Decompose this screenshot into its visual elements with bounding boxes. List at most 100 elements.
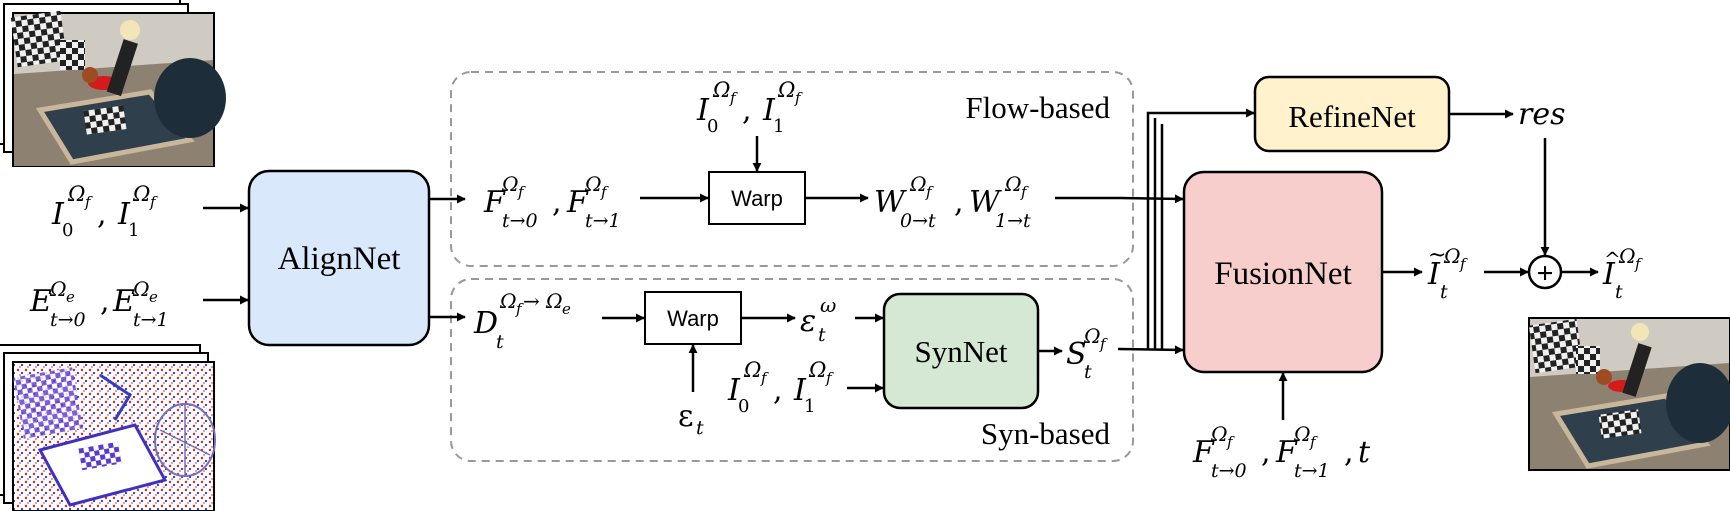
svg-text:e: e — [149, 288, 158, 306]
svg-text:I: I — [117, 197, 131, 232]
svg-text:+: + — [1536, 257, 1553, 290]
label-i-hat: I ^ t Ω f — [1602, 244, 1643, 303]
svg-text:ε: ε — [678, 399, 694, 434]
svg-text:f: f — [600, 183, 609, 201]
svg-text:f: f — [84, 193, 93, 211]
synnet-label: SynNet — [915, 334, 1008, 369]
svg-text:ω: ω — [820, 293, 836, 317]
event-frame-stack-icon — [0, 344, 216, 511]
svg-text:t→1: t→1 — [1294, 460, 1330, 482]
svg-text:Ω: Ω — [712, 78, 730, 102]
svg-text:I: I — [51, 197, 65, 232]
svg-text:Ω: Ω — [1210, 422, 1228, 446]
svg-text:,: , — [100, 284, 110, 319]
syn-based-group — [450, 278, 1134, 462]
alignnet-label: AlignNet — [278, 241, 401, 277]
svg-text:Ω: Ω — [501, 172, 519, 196]
svg-text:Ω: Ω — [1004, 172, 1022, 196]
warp-top-label: Warp — [731, 186, 783, 211]
connections — [203, 108, 1599, 420]
svg-text:f: f — [825, 369, 834, 387]
svg-text:f: f — [1226, 433, 1235, 451]
flow-based-label: Flow-based — [965, 90, 1110, 125]
svg-text:f: f — [515, 300, 524, 318]
svg-text:t: t — [1084, 361, 1092, 383]
svg-text:Ω: Ω — [777, 78, 795, 102]
svg-text:0: 0 — [62, 220, 73, 241]
svg-text:t: t — [1615, 281, 1623, 303]
label-warped-W: W Ω f 0→t , W Ω f 1→t — [874, 172, 1031, 232]
label-eps: ε t — [678, 399, 704, 439]
svg-text:t: t — [818, 324, 826, 346]
syn-based-label: Syn-based — [981, 416, 1111, 451]
label-res: res — [1518, 97, 1566, 132]
svg-text:f: f — [1309, 433, 1318, 451]
svg-text:Ω: Ω — [132, 277, 150, 301]
fusionnet-box — [1182, 170, 1384, 374]
warp-bottom-label: Warp — [667, 306, 719, 331]
svg-text:Ω: Ω — [808, 358, 826, 382]
svg-text:e: e — [66, 288, 75, 306]
svg-text:t→0: t→0 — [1211, 460, 1247, 482]
svg-text:Ω: Ω — [545, 289, 563, 313]
svg-text:W: W — [874, 185, 907, 220]
synnet-box — [882, 292, 1040, 410]
svg-text:,: , — [742, 93, 752, 128]
alignnet-box — [247, 169, 431, 347]
svg-text:Ω: Ω — [1443, 244, 1461, 268]
arrow-s-to-fusionnet — [1117, 345, 1184, 355]
svg-text:1: 1 — [128, 220, 139, 241]
svg-text:~: ~ — [1428, 243, 1446, 268]
svg-text:Ω: Ω — [584, 172, 602, 196]
label-synnet-I: I 0 Ω f , I 1 Ω f — [727, 358, 834, 417]
svg-text:I: I — [727, 373, 741, 408]
svg-text:t: t — [496, 331, 504, 353]
svg-text:Ω: Ω — [1618, 244, 1636, 268]
fusionnet-label: FusionNet — [1214, 256, 1352, 292]
svg-text:1→t: 1→t — [995, 210, 1031, 232]
label-input-E: E Ω e t→0 , E Ω e t→1 — [29, 277, 169, 331]
svg-text:W: W — [969, 185, 1002, 220]
svg-text:Ω: Ω — [132, 182, 150, 206]
svg-text:f: f — [1020, 183, 1029, 201]
svg-text:E: E — [29, 284, 52, 319]
svg-text:I: I — [762, 93, 776, 128]
svg-text:t→1: t→1 — [585, 210, 621, 232]
svg-text:,: , — [552, 185, 562, 220]
svg-text:F: F — [1192, 435, 1215, 470]
svg-text:f: f — [925, 183, 934, 201]
output-frame-icon — [1528, 317, 1730, 471]
svg-text:Ω: Ω — [1083, 324, 1101, 348]
svg-text:D: D — [473, 306, 498, 341]
svg-text:Ω: Ω — [49, 277, 67, 301]
label-synth-S: S t Ω f — [1066, 324, 1108, 383]
svg-text:I: I — [793, 373, 807, 408]
svg-text:,: , — [773, 373, 783, 408]
svg-text:f: f — [729, 89, 738, 107]
arrow-w-to-fusionnet — [1055, 194, 1184, 204]
svg-text:I: I — [1602, 257, 1616, 292]
warp-bottom-box — [644, 291, 742, 345]
label-input-I: I 0 Ω f , I 1 Ω f — [51, 182, 158, 241]
svg-text:ε: ε — [800, 304, 816, 339]
svg-text:0: 0 — [738, 396, 749, 417]
svg-text:0: 0 — [707, 116, 718, 137]
svg-text:f: f — [794, 89, 803, 107]
svg-text:S: S — [1066, 337, 1087, 372]
svg-text:t→0: t→0 — [502, 210, 538, 232]
svg-text:t: t — [696, 417, 704, 439]
svg-text:,: , — [954, 185, 964, 220]
svg-text:f: f — [1634, 255, 1643, 273]
label-flow-F: F Ω f t→0 , F Ω f t→1 — [483, 172, 621, 232]
svg-text:f: f — [1099, 335, 1108, 353]
svg-text:t→1: t→1 — [133, 309, 169, 331]
svg-text:F: F — [566, 185, 589, 220]
svg-text:t→0: t→0 — [50, 309, 86, 331]
svg-text:E: E — [112, 284, 135, 319]
flow-based-group — [450, 71, 1134, 267]
svg-text:Ω: Ω — [909, 172, 927, 196]
svg-text:,: , — [1344, 435, 1354, 470]
refinenet-label: RefineNet — [1288, 99, 1416, 134]
warp-top-box — [708, 171, 806, 225]
